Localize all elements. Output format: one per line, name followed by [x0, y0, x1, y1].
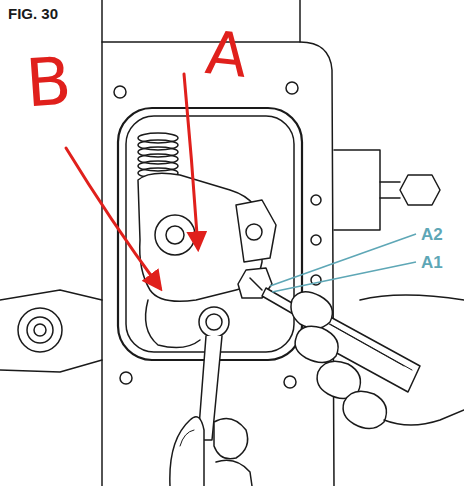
stud	[34, 324, 46, 336]
hole	[114, 86, 126, 98]
casting-rib	[334, 150, 380, 230]
ring-spanner	[206, 314, 222, 330]
inspection-opening-lip	[126, 116, 294, 352]
valve-spring	[138, 133, 178, 178]
figure-title: FIG. 30	[8, 6, 58, 21]
annotation-arrow	[184, 74, 198, 248]
inspection-opening	[118, 108, 302, 360]
bolt-shank	[380, 182, 400, 198]
rocker-shaft	[166, 226, 184, 244]
leader-line	[270, 234, 416, 286]
adjusting-screw-slot	[250, 278, 262, 290]
rocker-bracket	[236, 200, 276, 262]
casting-edge	[0, 290, 102, 300]
thumbnail	[180, 430, 194, 446]
rocker-arm	[146, 300, 200, 348]
hole	[311, 235, 321, 245]
hole	[286, 82, 298, 94]
finger	[214, 418, 248, 458]
casting-edge	[0, 360, 102, 372]
callout-label: A2	[421, 226, 443, 243]
finger	[216, 460, 252, 486]
casting-edge	[101, 0, 103, 486]
ring-spanner	[199, 307, 229, 337]
finger	[291, 292, 332, 329]
thumb	[170, 417, 204, 486]
bolt-head	[400, 175, 440, 205]
finger	[343, 391, 386, 428]
hole	[284, 376, 296, 388]
annotation-arrow	[66, 148, 160, 288]
annotation-letter: A	[203, 22, 250, 86]
rocker-shaft	[155, 215, 195, 255]
leader-line	[272, 262, 416, 292]
bracket-bolt	[246, 224, 262, 240]
casting-edge	[102, 42, 334, 486]
casting-edge	[299, 0, 301, 42]
annotation-letter: B	[24, 49, 74, 118]
hex-nut	[27, 317, 53, 343]
finger	[295, 326, 338, 362]
callout-label: A1	[421, 254, 443, 271]
hex-nut	[18, 308, 62, 352]
hole	[120, 372, 132, 384]
hole	[311, 195, 321, 205]
hand	[360, 295, 464, 425]
